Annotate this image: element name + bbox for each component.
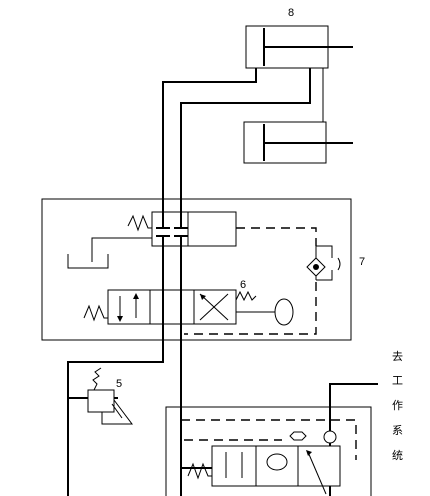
valve-6-roller bbox=[274, 298, 294, 326]
valve-6-arrowhead-2 bbox=[133, 293, 139, 299]
valve-6-pilot-spring bbox=[235, 290, 257, 302]
block-7-frame bbox=[41, 198, 352, 341]
tank-line bbox=[91, 237, 152, 262]
upper-valve-spring bbox=[127, 214, 152, 232]
valve-6-cross-head bbox=[200, 294, 206, 300]
block-7: 7 bbox=[41, 198, 365, 341]
lower-check-ball bbox=[323, 430, 337, 444]
side-char-3: 作 bbox=[392, 399, 403, 412]
side-char-4: 系 bbox=[392, 424, 403, 437]
relief-valve-5-drain bbox=[101, 399, 133, 425]
upper-valve bbox=[151, 211, 237, 247]
check-bypass-top bbox=[316, 245, 333, 258]
valve-6-body bbox=[107, 289, 237, 325]
supply-pipes bbox=[162, 68, 324, 212]
relief-valve-5: 5 bbox=[87, 367, 133, 425]
label-6: 6 bbox=[240, 279, 246, 291]
check-bypass-bottom bbox=[316, 270, 333, 281]
valve-6-spring bbox=[83, 304, 108, 322]
pipe-b bbox=[180, 68, 311, 212]
side-text-work-system: 去 工 作 系 统 bbox=[392, 350, 403, 462]
relief-valve-5-body bbox=[87, 389, 115, 413]
lower-block-frame bbox=[165, 406, 372, 496]
check-arc bbox=[337, 257, 341, 271]
lower-valve-diagonal bbox=[307, 451, 327, 495]
pipe-a-lower bbox=[67, 324, 164, 496]
label-5: 5 bbox=[116, 378, 122, 390]
side-char-1: 去 bbox=[392, 350, 403, 363]
lower-valve-arrowhead bbox=[306, 450, 312, 456]
lower-block bbox=[165, 383, 378, 496]
valve-6-arrowhead-1 bbox=[117, 316, 123, 322]
lower-pilot-line bbox=[181, 419, 357, 460]
pilot-line-lower bbox=[184, 282, 317, 335]
pipe-a bbox=[162, 68, 257, 212]
label-8: 8 bbox=[288, 7, 294, 19]
directional-valve-6: 6 bbox=[83, 279, 294, 326]
lower-pipes bbox=[67, 324, 182, 496]
valve-6-cross-2 bbox=[199, 293, 229, 321]
side-char-5: 统 bbox=[392, 449, 403, 462]
relief-valve-5-arrow bbox=[111, 403, 123, 419]
label-7: 7 bbox=[359, 256, 365, 268]
pilot-line-upper bbox=[236, 227, 317, 246]
relief-valve-5-spring bbox=[92, 367, 102, 391]
lower-restrictor bbox=[289, 431, 307, 441]
check-ball bbox=[313, 264, 319, 270]
side-char-2: 工 bbox=[392, 374, 403, 387]
lower-valve-spring bbox=[187, 462, 212, 480]
lower-valve-element bbox=[266, 453, 288, 471]
cylinder-lower bbox=[243, 121, 353, 164]
cylinder-8: 8 bbox=[245, 7, 353, 69]
tank-symbol bbox=[67, 254, 109, 269]
